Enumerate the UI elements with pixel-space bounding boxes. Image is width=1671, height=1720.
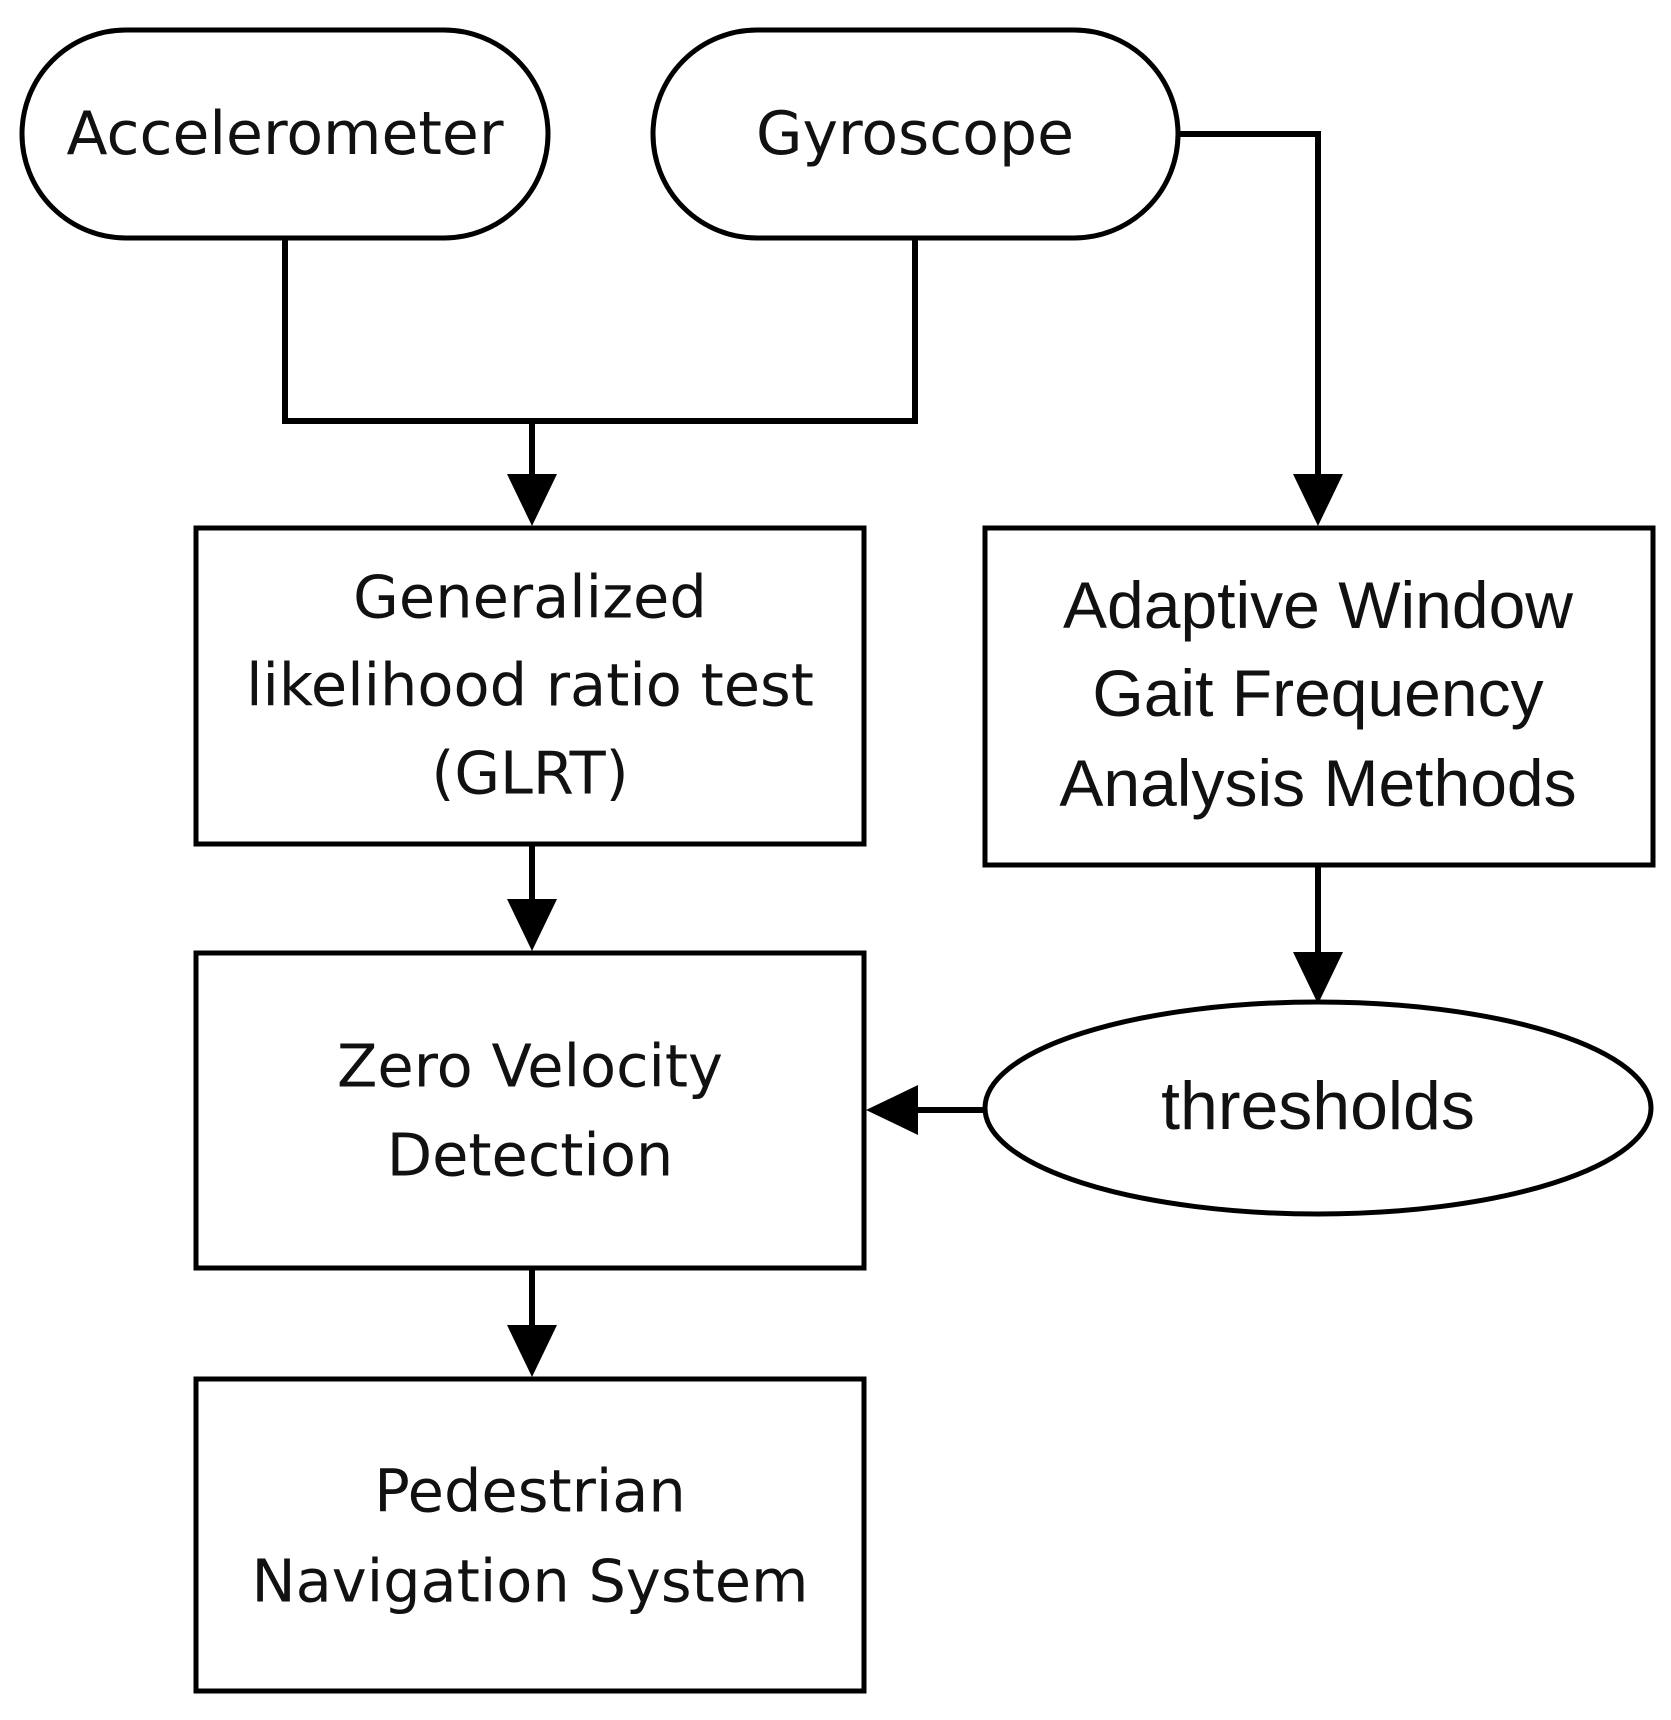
zero-velocity-detection-node: Zero Velocity Detection <box>193 950 867 1271</box>
glrt-label-line-3: (GLRT) <box>431 739 628 808</box>
thresholds-node: thresholds <box>982 999 1654 1217</box>
thresholds-label: thresholds <box>1161 1068 1475 1144</box>
pns-label-line-1: Pedestrian <box>374 1457 686 1526</box>
accelerometer-node: Accelerometer <box>19 27 551 241</box>
accelerometer-label: Accelerometer <box>67 99 504 169</box>
pedestrian-navigation-system-node: Pedestrian Navigation System <box>193 1376 867 1694</box>
pns-label-line-2: Navigation System <box>252 1547 809 1616</box>
arrowhead-into-glrt <box>507 474 557 526</box>
adaptive-window-node: Adaptive Window Gait Frequency Analysis … <box>982 525 1656 868</box>
arrowhead-thresholds-to-zvd <box>866 1085 918 1135</box>
connector-accelerometer-to-merge <box>282 240 918 424</box>
glrt-label-line-1: Generalized <box>353 563 707 632</box>
glrt-node: Generalized likelihood ratio test (GLRT) <box>193 525 867 847</box>
adaptive-label-line-2: Gait Frequency <box>1092 656 1543 730</box>
adaptive-label-line-3: Analysis Methods <box>1059 746 1576 820</box>
arrowhead-into-thresholds <box>1293 952 1343 1004</box>
zvd-label-line-1: Zero Velocity <box>337 1032 723 1101</box>
arrowhead-into-adaptive <box>1293 474 1343 526</box>
gyroscope-node: Gyroscope <box>650 27 1181 241</box>
arrowhead-into-pns <box>507 1325 557 1377</box>
connector-gyroscope-to-adaptive <box>1178 131 1321 485</box>
zvd-label-line-2: Detection <box>387 1121 674 1190</box>
adaptive-label-line-1: Adaptive Window <box>1063 568 1573 642</box>
gyroscope-label: Gyroscope <box>756 99 1074 169</box>
arrowhead-into-zvd <box>507 899 557 951</box>
glrt-label-line-2: likelihood ratio test <box>246 651 814 720</box>
